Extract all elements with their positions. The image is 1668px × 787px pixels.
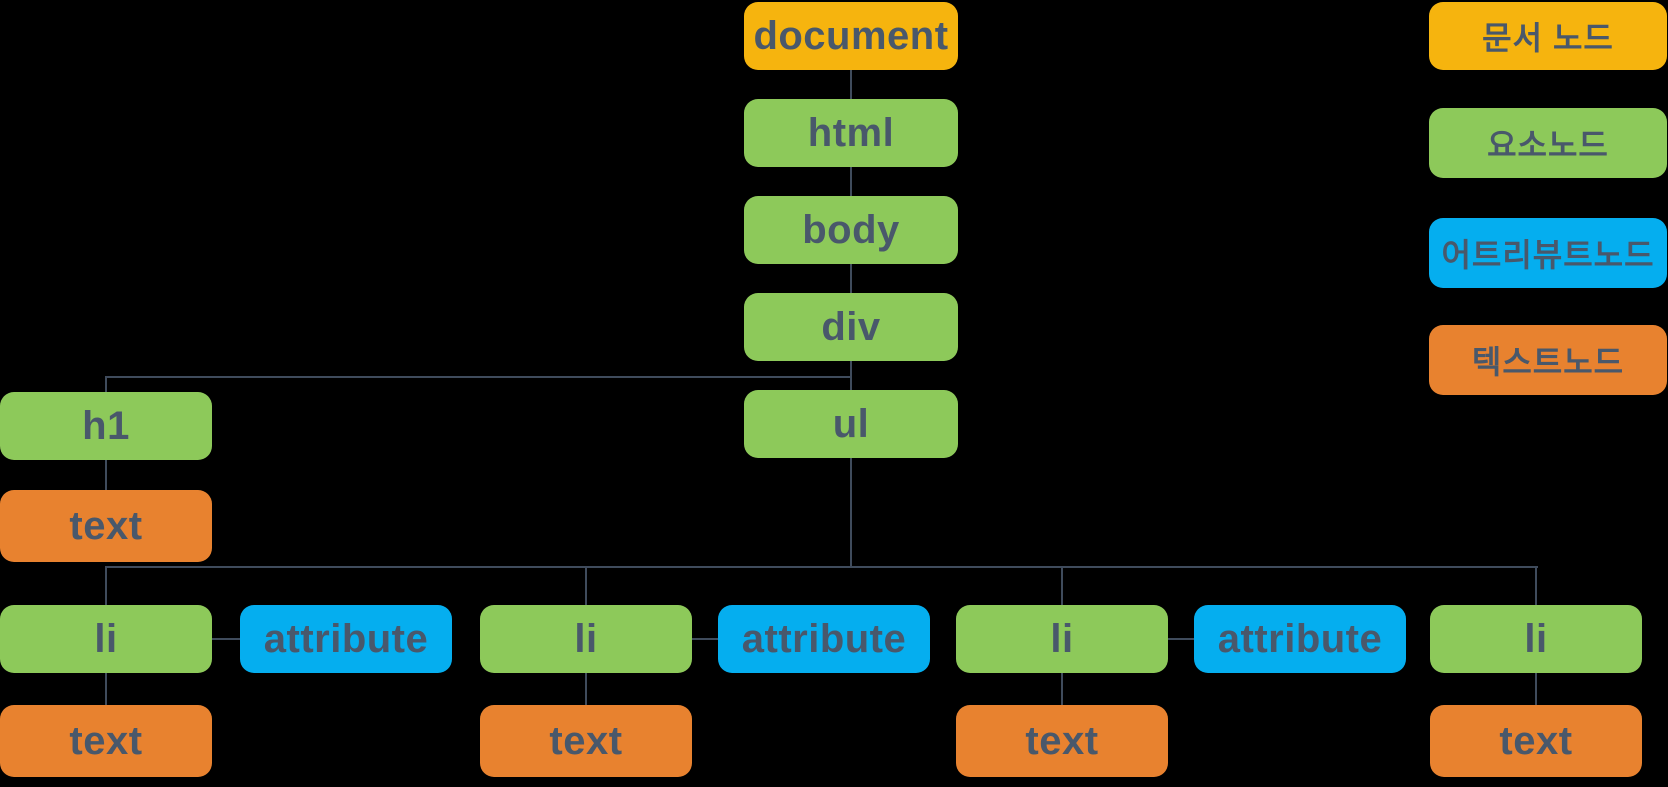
connector-li-text-2 [585, 673, 587, 705]
node-h1: h1 [0, 392, 212, 460]
connector-li-attribute-3 [1168, 638, 1194, 640]
connector-li-attribute-2 [692, 638, 718, 640]
connector-drop-li-4 [1535, 568, 1537, 605]
connector-li-text-1 [105, 673, 107, 705]
connector-li-text-4 [1535, 673, 1537, 705]
connector-drop-li-2 [585, 568, 587, 605]
node-li-text-2: text [480, 705, 692, 777]
node-li-4: li [1430, 605, 1642, 673]
node-attribute-1: attribute [240, 605, 452, 673]
node-li-3: li [956, 605, 1168, 673]
connector-li-attribute-1 [212, 638, 240, 640]
connector-li-text-3 [1061, 673, 1063, 705]
node-li-text-3: text [956, 705, 1168, 777]
connector-ul-row [850, 458, 852, 568]
node-li-text-1: text [0, 705, 212, 777]
connector-div-h1-horizontal [105, 376, 852, 378]
node-li-2: li [480, 605, 692, 673]
legend-text-node: 텍스트노드 [1429, 325, 1667, 395]
connector-document-html [850, 70, 852, 99]
node-body: body [744, 196, 958, 264]
node-li-1: li [0, 605, 212, 673]
node-attribute-2: attribute [718, 605, 930, 673]
connector-body-div [850, 264, 852, 293]
node-html: html [744, 99, 958, 167]
node-h1-text: text [0, 490, 212, 562]
connector-div-h1-drop [105, 378, 107, 392]
node-ul: ul [744, 390, 958, 458]
legend-document-node: 문서 노드 [1429, 2, 1667, 70]
connector-html-body [850, 167, 852, 196]
node-document: document [744, 2, 958, 70]
node-div: div [744, 293, 958, 361]
connector-div-ul [850, 361, 852, 390]
connector-drop-li-3 [1061, 568, 1063, 605]
legend-element-node: 요소노드 [1429, 108, 1667, 178]
node-attribute-3: attribute [1194, 605, 1406, 673]
node-li-text-4: text [1430, 705, 1642, 777]
connector-row-horizontal [105, 566, 1538, 568]
connector-drop-li-1 [105, 568, 107, 605]
connector-h1-text [105, 460, 107, 490]
legend-attribute-node: 어트리뷰트노드 [1429, 218, 1667, 288]
